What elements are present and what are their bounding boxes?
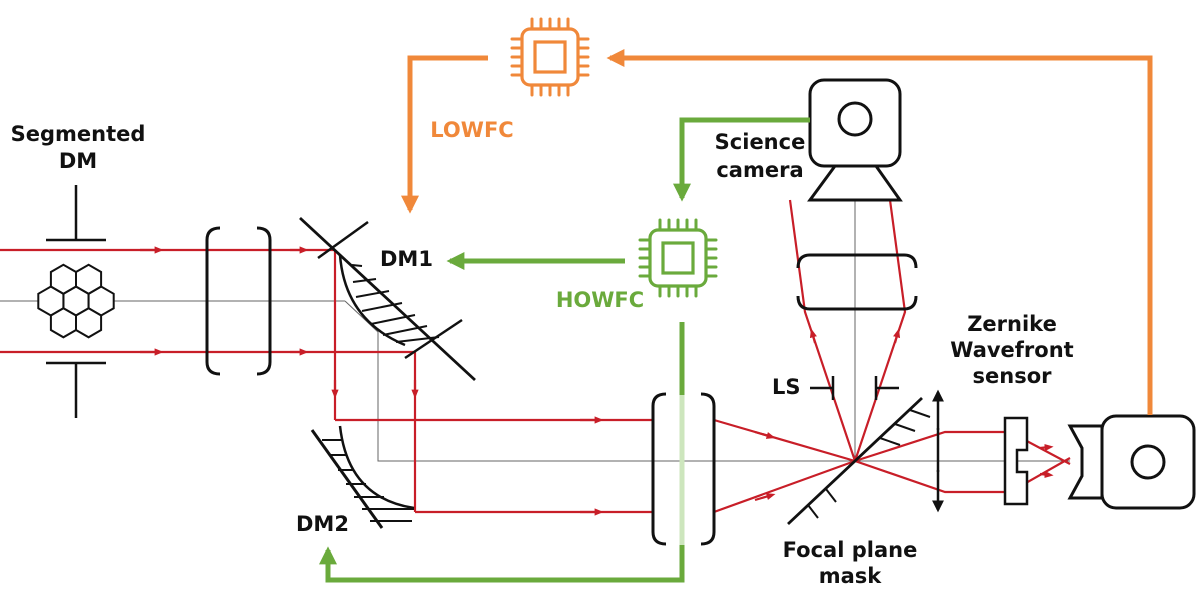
- zernike-label-line1: Zernike: [967, 312, 1057, 336]
- lowfc-chip: [510, 17, 590, 97]
- optical-axis: [0, 200, 1070, 462]
- hexagon-segment: [49, 307, 77, 339]
- zernike-label-line2: Wavefront: [950, 338, 1073, 362]
- lens-3: [796, 253, 918, 311]
- cpu-chip-icon: [510, 17, 590, 97]
- segmented-dm-label-line1: Segmented: [11, 122, 146, 146]
- hexagon-segments: [37, 263, 115, 339]
- science-camera-label-line2: camera: [716, 158, 803, 182]
- hexagon-segment: [49, 263, 77, 295]
- camera-icon: [807, 78, 903, 202]
- hexagon-segment: [75, 263, 103, 295]
- beam-up-right: [853, 199, 907, 462]
- cpu-chip-icon: [638, 218, 718, 298]
- ls-label: LS: [772, 375, 801, 399]
- light-beams: [0, 199, 1071, 516]
- focal-plane-label-line2: mask: [819, 564, 883, 588]
- camera-icon: [1067, 414, 1196, 510]
- lowfc-label: LOWFC: [430, 118, 513, 142]
- beam-converge-upper: [713, 418, 1071, 494]
- segmented-dm: Segmented DM: [11, 122, 146, 418]
- dm2-label: DM2: [296, 512, 349, 536]
- lens-1: [205, 226, 272, 376]
- howfc-chip: [638, 218, 718, 298]
- segmented-dm-mount: [46, 185, 106, 418]
- dm2-mirror: DM2: [296, 425, 415, 536]
- howfc-label: HOWFC: [556, 288, 644, 312]
- science-camera: Science camera: [715, 78, 903, 202]
- zernike-camera: [1067, 414, 1196, 510]
- lowfc-loop: [401, 49, 1153, 415]
- zernike-sensor: Zernike Wavefront sensor: [950, 312, 1074, 506]
- howfc-loop: [319, 117, 810, 583]
- science-camera-label-line1: Science: [715, 130, 806, 154]
- zernike-label-line3: sensor: [973, 364, 1053, 388]
- dm1-mirror: DM1: [299, 216, 476, 382]
- beam-converge-lower: [713, 430, 1071, 514]
- segmented-dm-label-line2: DM: [59, 149, 97, 173]
- lyot-stop: LS: [772, 375, 899, 400]
- dm1-label: DM1: [380, 247, 433, 271]
- hexagon-segment: [75, 307, 103, 339]
- focal-plane-mask: Focal plane mask: [783, 396, 931, 588]
- lens-2: [651, 392, 716, 546]
- beam-up-left: [788, 199, 857, 462]
- focal-plane-label-line1: Focal plane: [783, 538, 918, 562]
